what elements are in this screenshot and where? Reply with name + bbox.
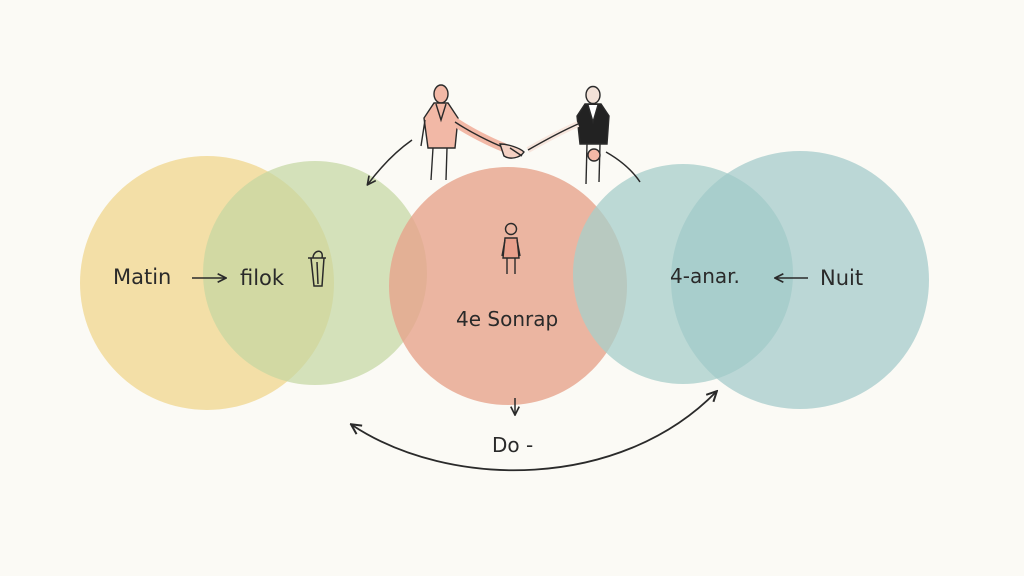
handshake-icon	[499, 143, 525, 159]
person-dark-suit-icon	[526, 85, 610, 185]
label-right-inner: 4-anar.	[670, 264, 740, 288]
circle-blue	[671, 151, 929, 409]
label-right: Nuit	[820, 266, 863, 290]
cup-icon	[308, 250, 326, 287]
label-left: Matin	[113, 265, 171, 289]
circle-salmon	[389, 167, 627, 405]
label-center: 4e Sonrap	[456, 307, 558, 331]
person-pink-suit-icon	[420, 84, 507, 181]
circles	[80, 151, 929, 410]
standing-person-icon	[501, 222, 521, 274]
circle-green	[203, 161, 427, 385]
label-left-inner: filok	[240, 266, 285, 290]
label-bottom: Do -	[492, 433, 533, 457]
line-right-figure-to-teal	[605, 151, 641, 183]
arrow-left-figure-to-green	[368, 139, 413, 184]
bottom-arc-arrow	[352, 392, 716, 472]
